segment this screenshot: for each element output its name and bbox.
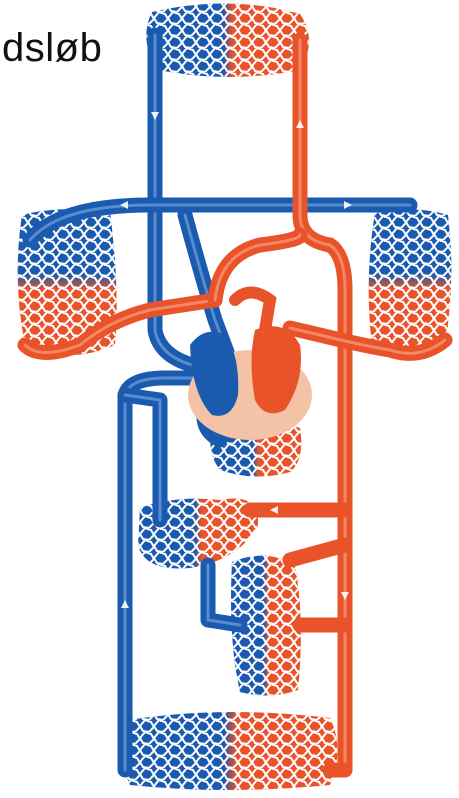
capillary-bed-right-lung	[369, 209, 452, 353]
capillary-bed-head	[146, 3, 309, 77]
capillary-bed-lower-body	[122, 712, 338, 790]
